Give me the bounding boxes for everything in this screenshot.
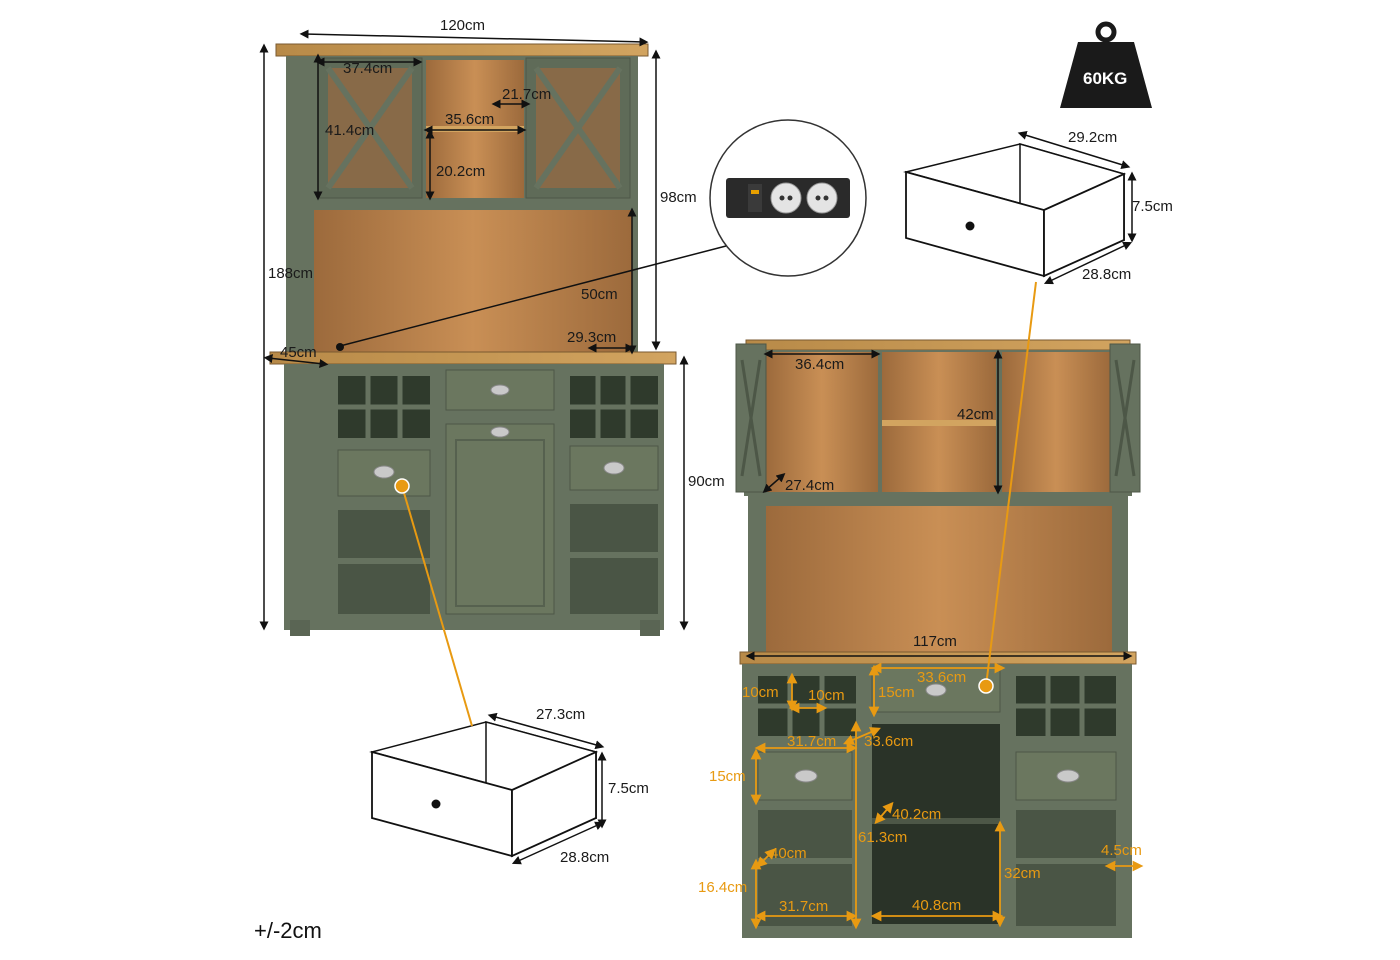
left-callout-line [401, 485, 473, 727]
label-left-drawer-depth: 28.8cm [560, 849, 609, 866]
right-wine-rack [570, 376, 658, 438]
label-top-drawer-width: 33.6cm [917, 669, 966, 686]
label-top-drawer-height: 15cm [878, 684, 915, 701]
right-drawer-diagram [903, 143, 1127, 278]
right-dimension-labels: 36.4cm 42cm 27.4cm 117cm 33.6cm 10cm 10c… [698, 356, 1142, 915]
right-cabinet [735, 339, 1141, 938]
label-cube-height: 16.4cm [698, 879, 747, 896]
power-outlet-icon [709, 119, 867, 277]
label-right-drawer-depth: 28.8cm [1082, 266, 1131, 283]
label-center-width: 33.6cm [864, 733, 913, 750]
label-rack-b: 10cm [808, 687, 845, 704]
left-dimension-labels: 120cm 37.4cm 41.4cm 21.7cm 35.6cm 20.2cm… [268, 17, 725, 490]
weight-label: 60KG [1083, 69, 1127, 88]
label-width-top: 120cm [440, 17, 485, 34]
right-glass-door [525, 57, 631, 199]
outlet-marker [336, 343, 344, 351]
label-cab-height: 32cm [1004, 865, 1041, 882]
right-callout-dot [978, 678, 994, 694]
label-shelf-gap: 21.7cm [502, 86, 551, 103]
label-rack-a: 10cm [742, 684, 779, 701]
left-dimension-lines [259, 29, 727, 631]
left-drawer-diagram [369, 721, 599, 858]
label-right-drawer-height: 7.5cm [1132, 198, 1173, 215]
label-shelf-height: 42cm [957, 406, 994, 423]
label-bottom-width-c: 40.8cm [912, 897, 961, 914]
label-drawer-width-l: 31.7cm [787, 733, 836, 750]
left-cabinet [269, 43, 677, 636]
label-open-height: 50cm [581, 286, 618, 303]
right-callout-line [985, 281, 1037, 687]
label-left-drawer-width: 27.3cm [536, 706, 585, 723]
label-cube-depth: 40cm [770, 845, 807, 862]
label-base-height: 90cm [688, 473, 725, 490]
label-door-height: 41.4cm [325, 122, 374, 139]
label-left-drawer-height: 7.5cm [608, 780, 649, 797]
label-center-depth: 40.2cm [892, 806, 941, 823]
label-hutch-depth: 29.3cm [567, 329, 616, 346]
right-orange-dimension-lines [750, 662, 1144, 930]
label-door-depth: 27.4cm [785, 477, 834, 494]
label-drawer-height-l: 15cm [709, 768, 746, 785]
label-door-width: 37.4cm [343, 60, 392, 77]
left-glass-door [317, 57, 423, 199]
left-callout-dot [394, 478, 410, 494]
label-middle-width: 35.6cm [445, 111, 494, 128]
label-bottom-width-l: 31.7cm [779, 898, 828, 915]
label-side-gap: 4.5cm [1101, 842, 1142, 859]
tolerance-note: +/-2cm [254, 918, 322, 943]
left-wine-rack [338, 376, 430, 438]
right-dimension-lines [745, 349, 1133, 661]
label-total-height: 188cm [268, 265, 313, 282]
label-middle-height: 20.2cm [436, 163, 485, 180]
label-counter-width: 117cm [913, 633, 957, 650]
label-center-height: 61.3cm [858, 829, 907, 846]
label-door-inner-width: 36.4cm [795, 356, 844, 373]
weight-icon: 60KG [1060, 21, 1152, 108]
label-base-depth: 45cm [280, 344, 317, 361]
label-hutch-height: 98cm [660, 189, 697, 206]
label-right-drawer-width: 29.2cm [1068, 129, 1117, 146]
